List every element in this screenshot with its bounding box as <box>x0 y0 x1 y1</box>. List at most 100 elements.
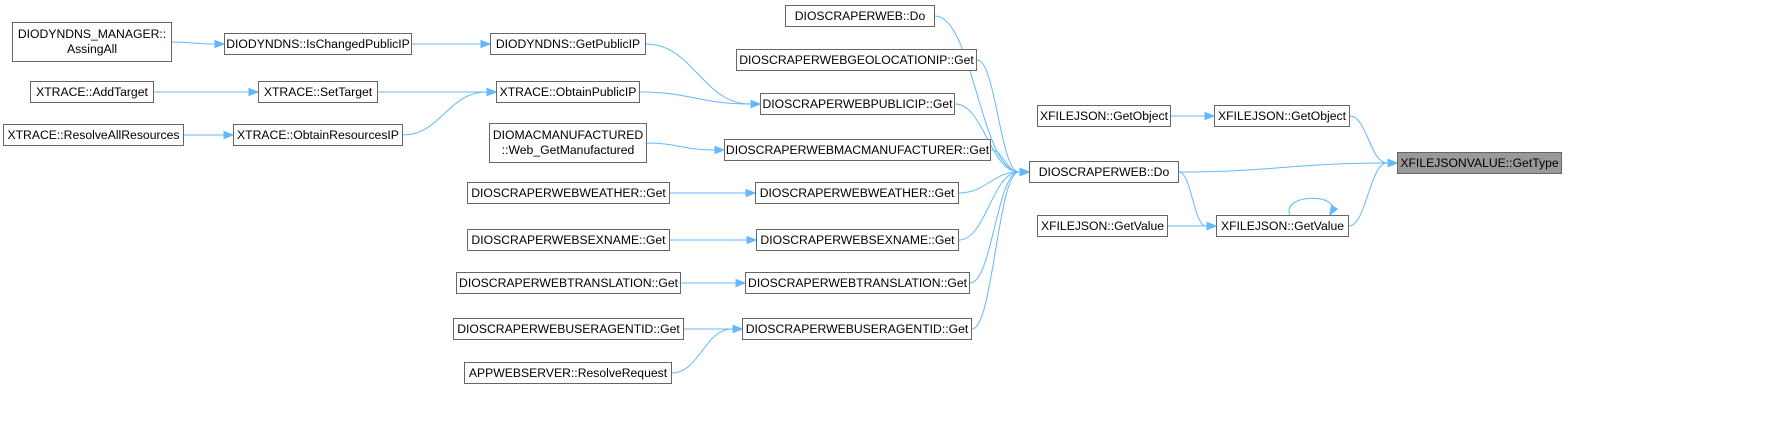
edge-arrowhead <box>1387 158 1399 168</box>
function-node[interactable]: XTRACE::SetTarget <box>258 81 378 103</box>
call-edge <box>171 41 216 45</box>
function-node[interactable]: DIOSCRAPERWEBTRANSLATION::Get <box>745 272 970 294</box>
function-name-line: DIOSCRAPERWEB::Do <box>794 8 926 23</box>
edge-arrowhead <box>732 324 744 334</box>
function-node-label: DIODYNDNS_MANAGER::AssingAll <box>18 27 166 57</box>
function-node[interactable]: XFILEJSON::GetObject <box>1214 105 1350 127</box>
call-edge <box>645 43 752 105</box>
function-node[interactable]: DIOSCRAPERWEBTRANSLATION::Get <box>456 272 681 294</box>
edge-arrowhead <box>480 39 492 49</box>
function-node[interactable]: DIOSCRAPERWEBWEATHER::Get <box>467 182 670 204</box>
function-node[interactable]: DIOSCRAPERWEBSEXNAME::Get <box>756 229 959 251</box>
function-node[interactable]: XTRACE::ObtainPublicIP <box>496 81 640 103</box>
function-node[interactable]: APPWEBSERVER::ResolveRequest <box>464 362 672 384</box>
function-node-label: DIOSCRAPERWEBWEATHER::Get <box>760 186 955 201</box>
function-node-label: DIOSCRAPERWEBSEXNAME::Get <box>760 233 954 248</box>
function-node[interactable]: XTRACE::AddTarget <box>30 81 154 103</box>
function-node-label: XTRACE::ObtainPublicIP <box>500 85 637 100</box>
call-edge <box>646 142 716 151</box>
function-name-line: XFILEJSON::GetObject <box>1217 108 1346 123</box>
call-edge <box>958 171 1021 194</box>
function-node[interactable]: DIODYNDNS::IsChangedPublicIP <box>224 33 412 55</box>
function-node-label: DIOSCRAPERWEBMACMANUFACTURER::Get <box>726 143 989 158</box>
edge-arrowhead <box>214 39 226 49</box>
function-name-line: DIOSCRAPERWEBGEOLOCATIONIP::Get <box>739 52 974 67</box>
function-name-line: ::Web_GetManufactured <box>501 143 635 157</box>
function-node[interactable]: DIOSCRAPERWEBWEATHER::Get <box>755 182 959 204</box>
call-edge <box>1178 162 1389 173</box>
function-name-line: DIOSCRAPERWEBWEATHER::Get <box>759 185 955 200</box>
function-name-line: XTRACE::ObtainPublicIP <box>499 84 637 99</box>
function-node[interactable]: DIOSCRAPERWEB::Do <box>785 5 935 27</box>
function-node[interactable]: DIODYNDNS::GetPublicIP <box>490 33 646 55</box>
function-name-line: DIOMACMANUFACTURED <box>492 128 644 142</box>
edge-arrowhead <box>486 87 498 97</box>
function-node[interactable]: DIODYNDNS_MANAGER::AssingAll <box>12 22 172 62</box>
edge-arrowhead <box>1206 221 1218 231</box>
function-name-line: DIODYNDNS::GetPublicIP <box>495 36 641 51</box>
function-node-label: XTRACE::SetTarget <box>264 85 372 100</box>
call-edge <box>671 328 734 374</box>
function-name-line: DIODYNDNS_MANAGER:: <box>17 27 167 41</box>
function-name-line: AssingAll <box>66 42 118 56</box>
function-node[interactable]: DIOSCRAPERWEBGEOLOCATIONIP::Get <box>736 49 977 71</box>
function-node[interactable]: XTRACE::ResolveAllResources <box>3 124 184 146</box>
function-node[interactable]: DIOSCRAPERWEBUSERAGENTID::Get <box>453 318 684 340</box>
function-node-label: XTRACE::AddTarget <box>36 85 148 100</box>
function-node[interactable]: XFILEJSON::GetValue <box>1216 215 1349 237</box>
function-name-line: APPWEBSERVER::ResolveRequest <box>468 365 668 380</box>
function-name-line: DIOSCRAPERWEBSEXNAME::Get <box>471 232 666 247</box>
function-name-line: XFILEJSON::GetValue <box>1040 218 1165 233</box>
function-node-label: DIOSCRAPERWEBPUBLICIP::Get <box>762 97 952 112</box>
function-node[interactable]: DIOSCRAPERWEBPUBLICIP::Get <box>760 93 955 115</box>
function-node[interactable]: DIOSCRAPERWEBUSERAGENTID::Get <box>742 318 972 340</box>
function-node-label: DIOSCRAPERWEB::Do <box>795 9 925 24</box>
function-node-label: DIOSCRAPERWEBSEXNAME::Get <box>471 233 665 248</box>
edge-arrowhead <box>714 145 726 155</box>
edge-arrowhead <box>1204 111 1216 121</box>
edge-arrowhead <box>223 130 235 140</box>
function-node[interactable]: DIOSCRAPERWEBMACMANUFACTURER::Get <box>724 139 991 161</box>
function-name-line: XTRACE::AddTarget <box>36 84 148 99</box>
call-edge <box>1349 115 1389 164</box>
function-node-label: DIOSCRAPERWEBWEATHER::Get <box>471 186 666 201</box>
call-edge <box>954 103 1021 173</box>
focus-function-node: XFILEJSONVALUE::GetType <box>1397 152 1562 174</box>
function-node-label: XFILEJSON::GetObject <box>1040 109 1168 124</box>
function-node-label: XFILEJSON::GetValue <box>1041 219 1164 234</box>
function-node[interactable]: DIOSCRAPERWEB::Do <box>1029 161 1179 183</box>
call-edge <box>934 15 1021 173</box>
function-node-label: DIOSCRAPERWEBUSERAGENTID::Get <box>457 322 680 337</box>
function-node-label: XFILEJSONVALUE::GetType <box>1400 156 1558 171</box>
call-edge <box>971 171 1021 330</box>
function-node-label: XFILEJSON::GetObject <box>1218 109 1346 124</box>
call-edge <box>639 91 752 105</box>
function-node[interactable]: XFILEJSON::GetValue <box>1037 215 1168 237</box>
function-node[interactable]: DIOSCRAPERWEBSEXNAME::Get <box>467 229 670 251</box>
function-node-label: DIOSCRAPERWEBTRANSLATION::Get <box>459 276 678 291</box>
function-node-label: APPWEBSERVER::ResolveRequest <box>469 366 667 381</box>
function-node-label: DIOSCRAPERWEB::Do <box>1039 165 1169 180</box>
edge-arrowhead <box>745 188 757 198</box>
edge-arrowhead <box>1329 204 1339 217</box>
call-edge <box>402 91 488 136</box>
function-node[interactable]: DIOMACMANUFACTURED::Web_GetManufactured <box>489 123 647 163</box>
function-name-line: DIOSCRAPERWEBMACMANUFACTURER::Get <box>725 142 990 157</box>
function-name-line: XTRACE::SetTarget <box>263 84 373 99</box>
function-node-label: DIOSCRAPERWEBTRANSLATION::Get <box>748 276 967 291</box>
function-name-line: DIOSCRAPERWEBSEXNAME::Get <box>760 232 955 247</box>
call-edge <box>1288 197 1334 216</box>
function-node-label: DIOMACMANUFACTURED::Web_GetManufactured <box>493 128 643 158</box>
function-node-label: DIOSCRAPERWEBUSERAGENTID::Get <box>746 322 969 337</box>
function-name-line: DIOSCRAPERWEBUSERAGENTID::Get <box>457 321 680 336</box>
function-name-line: DIOSCRAPERWEB::Do <box>1038 164 1170 179</box>
function-name-line: XFILEJSON::GetObject <box>1039 108 1168 123</box>
function-node-label: XFILEJSON::GetValue <box>1221 219 1344 234</box>
function-node-label: DIODYNDNS::IsChangedPublicIP <box>226 37 410 52</box>
function-name-line: XFILEJSON::GetValue <box>1220 218 1345 233</box>
function-node[interactable]: XFILEJSON::GetObject <box>1037 105 1171 127</box>
edge-arrowhead <box>746 235 758 245</box>
function-node[interactable]: XTRACE::ObtainResourcesIP <box>233 124 403 146</box>
